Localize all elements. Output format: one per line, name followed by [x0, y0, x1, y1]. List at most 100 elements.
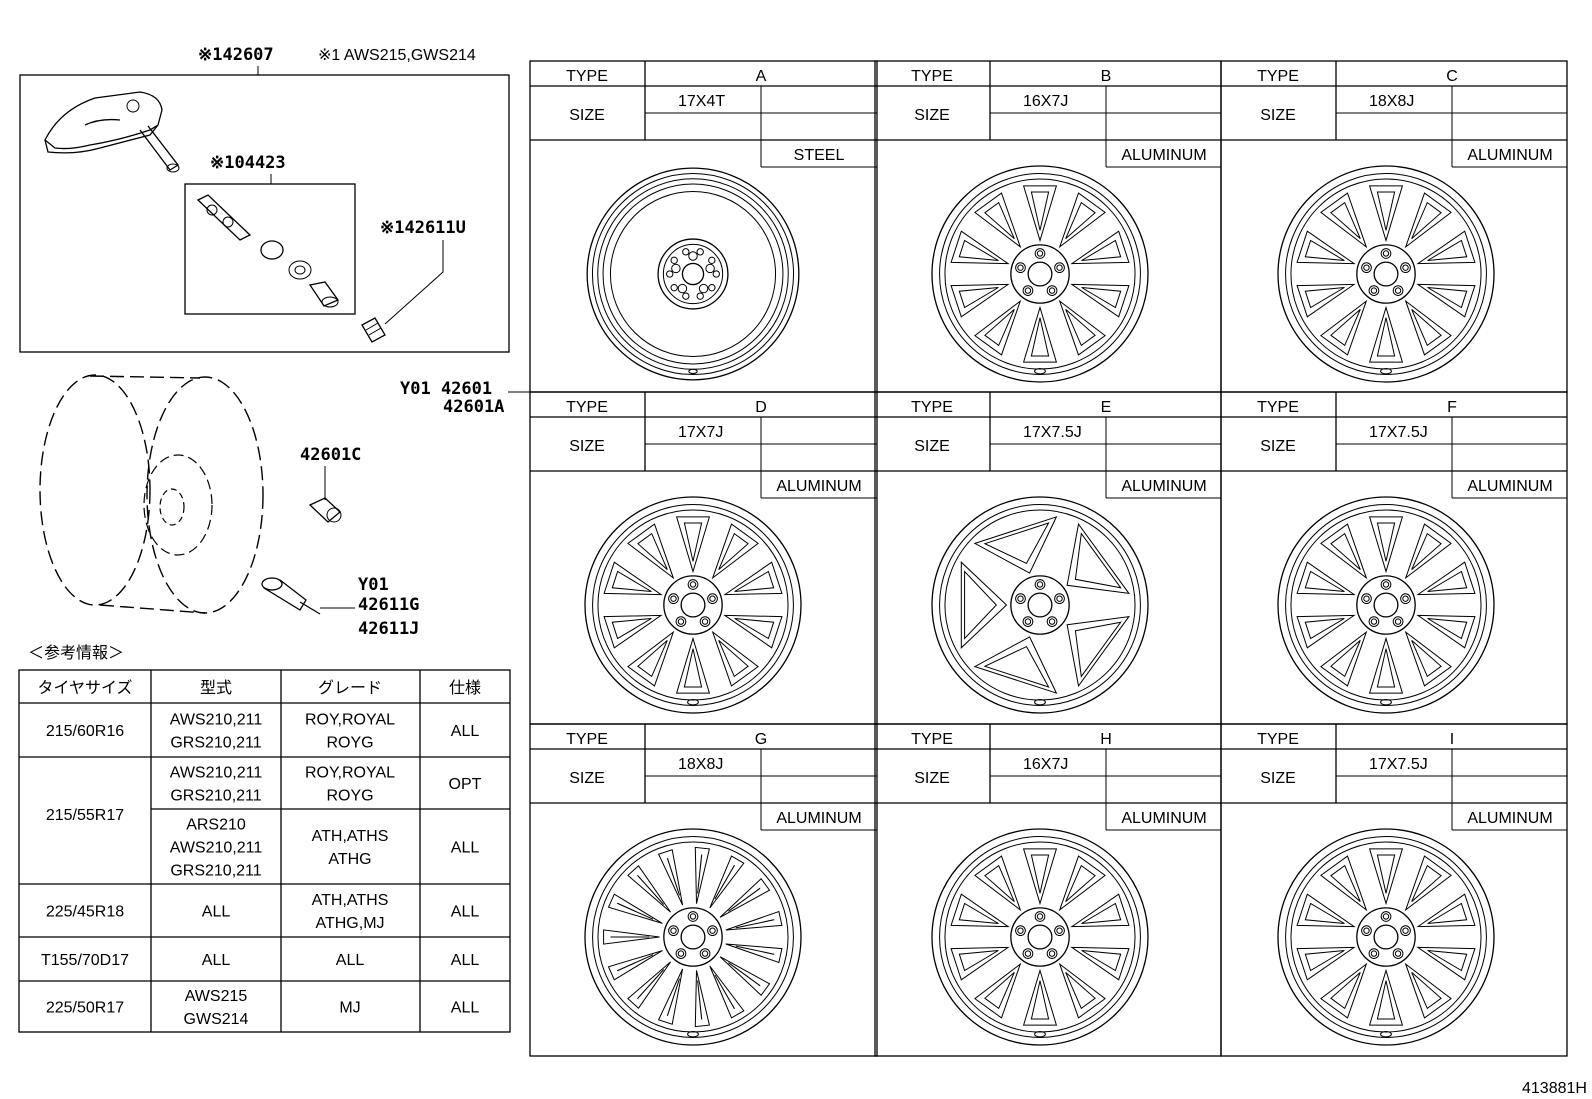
ref-tire-size: 215/60R16 — [46, 723, 124, 740]
wheel-ref-line1[interactable]: Y01 42601 — [400, 379, 492, 399]
wheel-size: 18X8J — [678, 756, 723, 773]
tpms-sensor-group: ※142607 ※1 AWS215,GWS214 ※104423 — [19, 45, 510, 353]
wheel-grid: TYPESIZEA17X4TSTEELTYPESIZEB16X7JALUMINU… — [529, 60, 1568, 1057]
ref-header-cell: 型式 — [200, 679, 232, 697]
wheel-size: 17X7J — [678, 424, 723, 441]
wheel-drawing-d — [584, 496, 802, 714]
wheel-type-letter: E — [1101, 399, 1112, 416]
valve-washer-icon[interactable] — [260, 240, 312, 280]
ref-header-cell: タイヤサイズ — [37, 679, 132, 697]
top-part-number[interactable]: ※142607 — [198, 45, 274, 65]
ref-grade: ATH,ATHS — [312, 828, 389, 845]
wheel-size: 17X7.5J — [1369, 756, 1428, 773]
type-label: TYPE — [1257, 68, 1299, 85]
ref-model: GRS210,211 — [170, 788, 261, 805]
wheel-size: 17X7.5J — [1369, 424, 1428, 441]
ref-tire-size: 225/50R17 — [46, 1000, 124, 1017]
wheel-size: 17X7.5J — [1023, 424, 1082, 441]
ref-grade: ROY,ROYAL — [305, 712, 395, 729]
ref-grade: ATHG,MJ — [315, 915, 384, 932]
valve-kit-box — [184, 183, 356, 315]
ref-spec: ALL — [451, 952, 480, 969]
wheel-type-letter: G — [755, 731, 767, 748]
size-label: SIZE — [914, 438, 950, 455]
ref-model: ALL — [202, 904, 231, 921]
ref-model: ARS210 — [186, 817, 246, 834]
reference-table: ＜参考情報＞ タイヤサイズ型式グレード仕様 215/60R16AWS210,21… — [18, 644, 511, 1033]
ref-model: GRS210,211 — [170, 735, 261, 752]
ref-tire-size: T155/70D17 — [41, 952, 129, 969]
valve-cap-icon[interactable] — [361, 317, 386, 343]
ref-model: GRS210,211 — [170, 863, 261, 880]
size-label: SIZE — [569, 438, 605, 455]
ref-grade: ATHG — [328, 851, 371, 868]
ref-model: ALL — [202, 952, 231, 969]
valve-nut-icon[interactable] — [308, 281, 340, 308]
wheel-ref-line2[interactable]: 42601A — [443, 397, 504, 417]
wheel-size: 16X7J — [1023, 756, 1068, 773]
ref-spec: ALL — [451, 840, 480, 857]
ref-grade: ROYG — [326, 735, 373, 752]
tire-icon[interactable] — [39, 374, 264, 614]
size-label: SIZE — [914, 107, 950, 124]
wheel-size: 16X7J — [1023, 93, 1068, 110]
size-label: SIZE — [569, 107, 605, 124]
ref-tire-size: 215/55R17 — [46, 807, 124, 824]
size-label: SIZE — [1260, 107, 1296, 124]
valve-ref-y01[interactable]: Y01 — [358, 575, 389, 595]
ref-grade: ATH,ATHS — [312, 892, 389, 909]
type-label: TYPE — [911, 731, 953, 748]
wheel-type-letter: C — [1446, 68, 1458, 85]
wheel-drawing-c — [1277, 165, 1495, 383]
wheel-drawing-h — [931, 828, 1149, 1046]
size-label: SIZE — [569, 770, 605, 787]
wheel-drawing-g — [584, 828, 802, 1046]
valve-ref-g[interactable]: 42611G — [358, 595, 419, 615]
wheel-material: STEEL — [794, 147, 845, 164]
cap-part-number[interactable]: ※142611U — [380, 218, 466, 238]
ref-grade: ALL — [336, 952, 365, 969]
wheel-cell-h[interactable]: TYPE SIZE H 16X7J ALUMINUM — [874, 723, 1222, 1057]
type-label: TYPE — [911, 68, 953, 85]
valve-ref-j[interactable]: 42611J — [358, 619, 419, 639]
valve-core-icon[interactable] — [196, 194, 252, 241]
wheel-drawing-i — [1277, 828, 1495, 1046]
ref-spec: ALL — [451, 904, 480, 921]
wheel-drawing-e — [931, 496, 1149, 714]
wheel-type-letter: I — [1450, 731, 1454, 748]
ref-model: AWS210,211 — [170, 712, 263, 729]
ref-header-cell: グレード — [318, 679, 382, 697]
wheel-material: ALUMINUM — [1121, 810, 1206, 827]
ref-grade: MJ — [339, 1000, 360, 1017]
wheel-type-letter: H — [1100, 731, 1112, 748]
valve-stem-icon[interactable] — [261, 577, 321, 615]
ref-spec: ALL — [451, 723, 480, 740]
ref-table-title: ＜参考情報＞ — [28, 644, 124, 662]
size-label: SIZE — [914, 770, 950, 787]
ref-model: AWS215 — [185, 988, 248, 1005]
top-part-note: ※1 AWS215,GWS214 — [318, 47, 476, 64]
wheel-material: ALUMINUM — [1467, 478, 1552, 495]
wheel-material: ALUMINUM — [1121, 478, 1206, 495]
wheel-nut-icon[interactable] — [308, 497, 342, 523]
type-label: TYPE — [566, 399, 608, 416]
type-label: TYPE — [1257, 731, 1299, 748]
wheel-drawing-a — [586, 167, 800, 381]
nut-part-number[interactable]: 42601C — [300, 445, 361, 465]
wheel-type-letter: F — [1447, 399, 1457, 416]
ref-spec: ALL — [451, 1000, 480, 1017]
valve-kit-number[interactable]: ※104423 — [210, 153, 286, 173]
tire-wheel-group: Y01 42601 42601A 42601C Y01 42611G 42611… — [39, 374, 530, 639]
tpms-sensor-icon[interactable] — [44, 91, 180, 173]
size-label: SIZE — [1260, 438, 1296, 455]
ref-spec: OPT — [449, 776, 482, 793]
tpms-box — [19, 74, 510, 353]
